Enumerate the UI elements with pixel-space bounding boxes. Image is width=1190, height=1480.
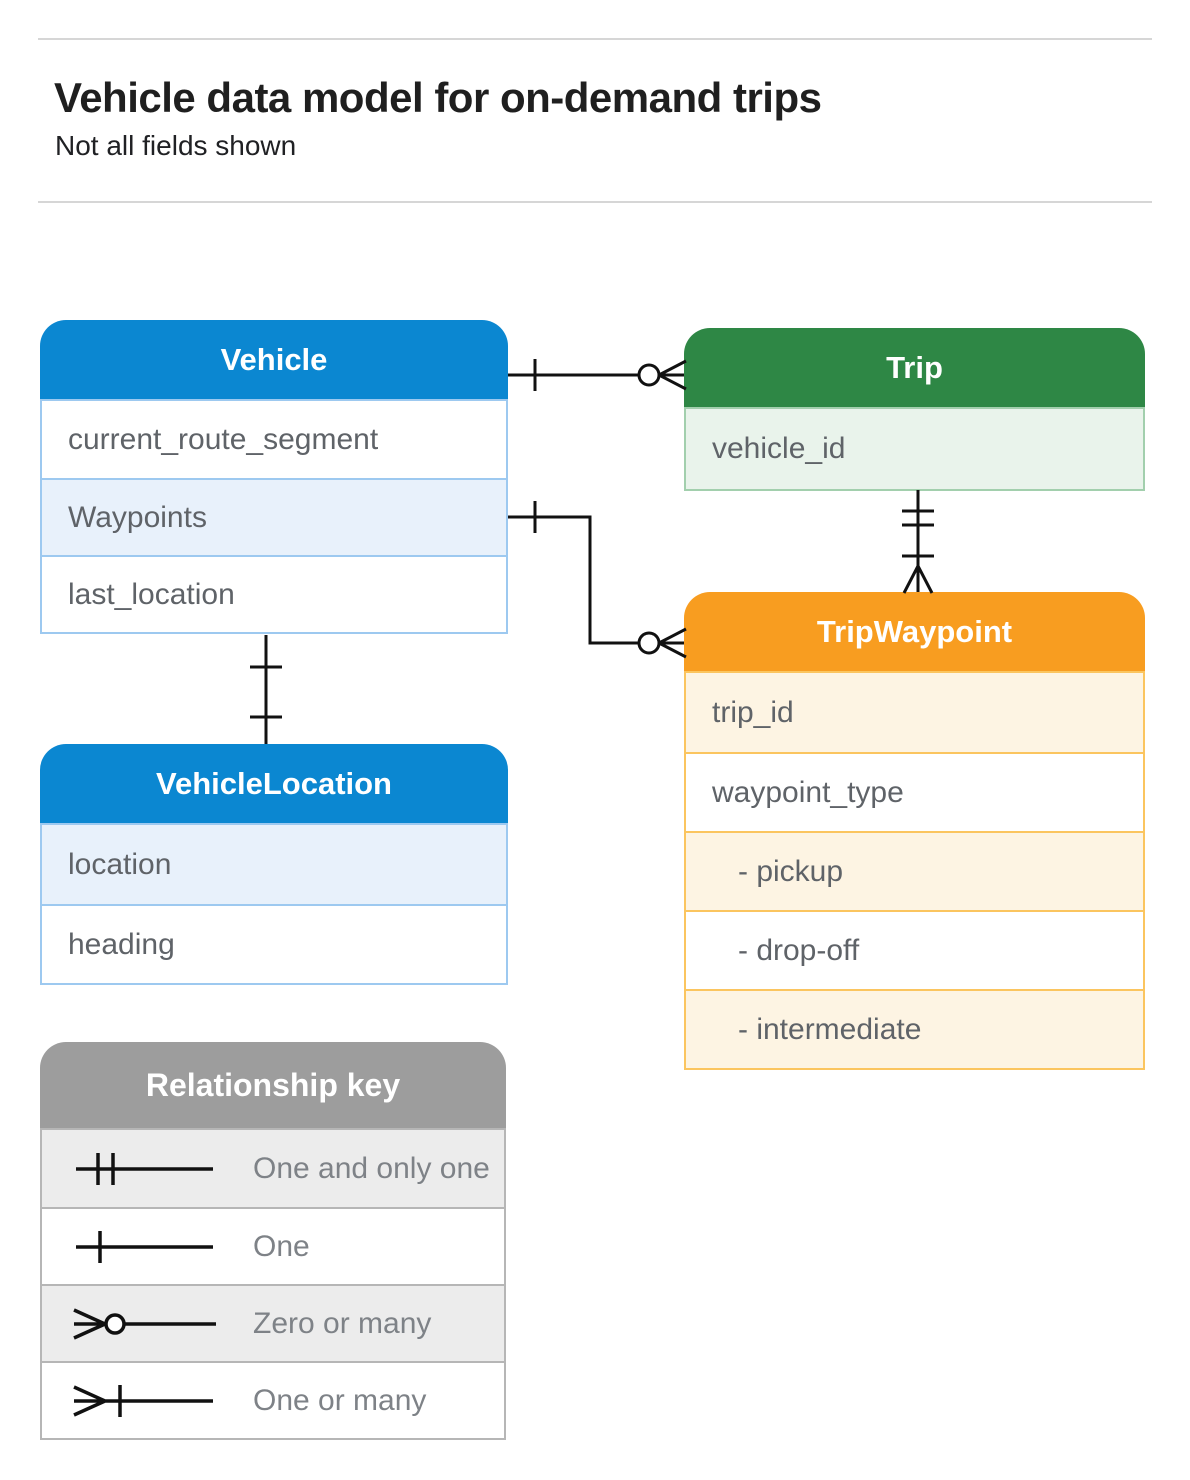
connector-vehicle-to-vehiclelocation [250, 635, 282, 744]
field-vehicle-id: vehicle_id [686, 409, 1143, 489]
legend-label: One or many [253, 1383, 427, 1417]
legend-item-zero-or-many: Zero or many [42, 1284, 504, 1361]
legend-label: One [253, 1229, 310, 1263]
one-and-only-one-icon [76, 1152, 213, 1185]
value-pickup: - pickup [686, 831, 1143, 910]
value-drop-off: - drop-off [686, 910, 1143, 989]
zero-or-many-icon [73, 1307, 216, 1340]
legend-item-one-and-only-one: One and only one [42, 1130, 504, 1207]
top-divider [38, 38, 1152, 40]
legend-item-one-or-many: One or many [42, 1361, 504, 1438]
table-title-trip: Trip [684, 328, 1145, 407]
field-current-route-segment: current_route_segment [42, 401, 506, 478]
table-title-vehicle: Vehicle [40, 320, 508, 399]
field-waypoint-type: waypoint_type [686, 752, 1143, 831]
field-waypoints: Waypoints [42, 478, 506, 555]
connector-trip-to-tripwaypoint [902, 490, 934, 594]
entity-table-tripwaypoint: TripWaypoint trip_id waypoint_type - pic… [684, 592, 1145, 1070]
connector-vehicle-to-trip [508, 359, 687, 391]
relationship-key-title: Relationship key [40, 1042, 506, 1128]
field-last-location: last_location [42, 555, 506, 632]
entity-table-vehiclelocation: VehicleLocation location heading [40, 744, 508, 985]
one-or-many-icon [73, 1384, 213, 1417]
page-title: Vehicle data model for on-demand trips [54, 74, 822, 121]
entity-table-vehicle: Vehicle current_route_segment Waypoints … [40, 320, 508, 634]
table-title-tripwaypoint: TripWaypoint [684, 592, 1145, 671]
field-trip-id: trip_id [686, 673, 1143, 752]
field-heading: heading [42, 904, 506, 983]
legend-label: Zero or many [253, 1306, 432, 1340]
entity-table-trip: Trip vehicle_id [684, 328, 1145, 491]
connector-waypoints-to-tripwaypoint [508, 501, 687, 659]
field-location: location [42, 825, 506, 904]
page-subtitle: Not all fields shown [55, 130, 297, 161]
value-intermediate: - intermediate [686, 989, 1143, 1068]
relationship-key: Relationship key One and only one One Ze… [40, 1042, 506, 1440]
table-title-vehiclelocation: VehicleLocation [40, 744, 508, 823]
legend-item-one: One [42, 1207, 504, 1284]
title-divider [38, 201, 1152, 203]
one-icon [76, 1230, 213, 1263]
legend-label: One and only one [253, 1151, 490, 1185]
